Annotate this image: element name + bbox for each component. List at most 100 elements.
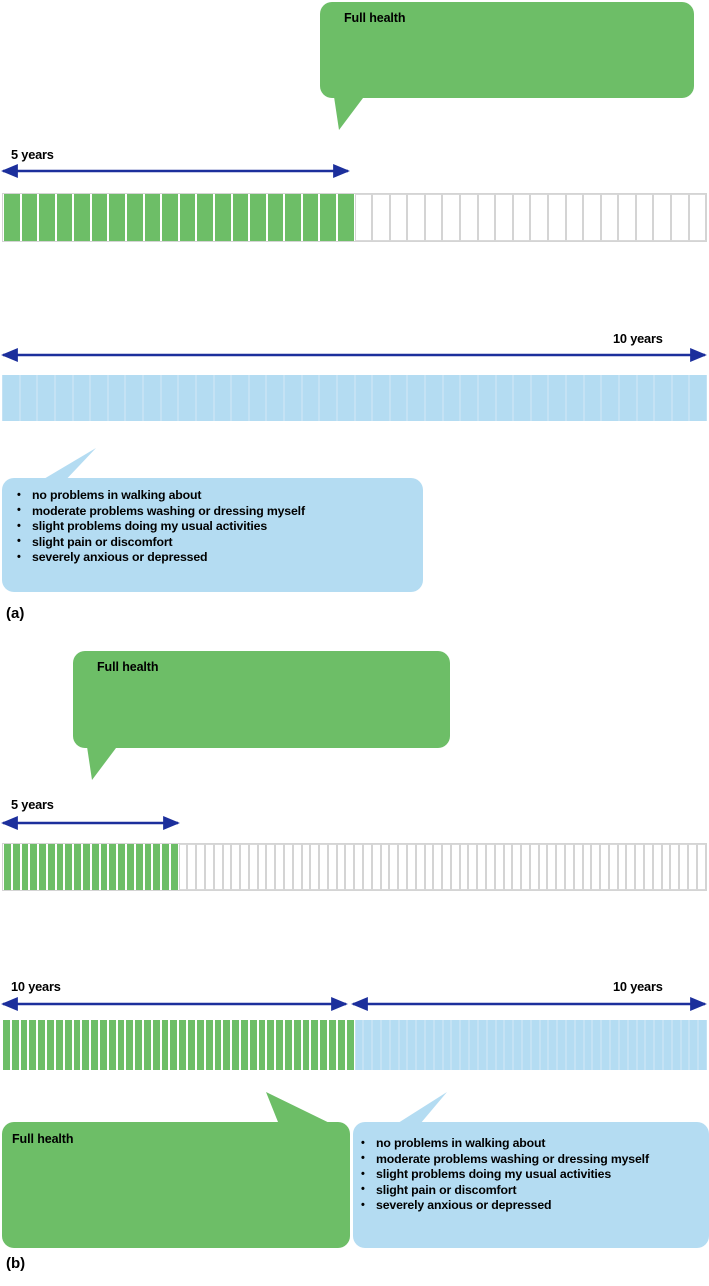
- timeline-cell: [627, 1020, 637, 1070]
- timeline-cell: [485, 844, 495, 890]
- timeline-cell: [513, 1020, 522, 1070]
- timeline-cell: [284, 1020, 293, 1070]
- timeline-cell: [336, 844, 346, 890]
- timeline-cell: [222, 844, 232, 890]
- timeline-cell: [645, 1020, 655, 1070]
- timeline-cell: [583, 1020, 593, 1070]
- timeline-cell: [275, 844, 284, 890]
- timeline-cell: [565, 844, 574, 890]
- timeline-cell: [134, 1020, 143, 1070]
- arrow-10-years-b-left: [1, 997, 348, 1011]
- timeline-cell: [372, 1020, 381, 1070]
- timeline-cell: [275, 1020, 284, 1070]
- timeline-cell: [161, 194, 179, 241]
- timeline-cell: [213, 1020, 223, 1070]
- timeline-cell: [336, 1020, 346, 1070]
- timeline-cell: [521, 1020, 531, 1070]
- health-state-bullets-b: no problems in walking about moderate pr…: [359, 1136, 649, 1214]
- arrow-10-years-b-right: [351, 997, 707, 1011]
- timeline-cell: [54, 1020, 64, 1070]
- timeline-cell: [301, 1020, 311, 1070]
- timeline-cell: [380, 844, 390, 890]
- timeline-cell: [20, 844, 30, 890]
- timeline-cell: [688, 194, 707, 241]
- timeline-cell: [90, 1020, 99, 1070]
- timeline-cell: [548, 375, 566, 421]
- timeline-cell: [81, 1020, 91, 1070]
- timeline-cell: [38, 844, 47, 890]
- timeline-cell: [90, 375, 108, 421]
- timeline-cell: [90, 194, 109, 241]
- timeline-cell: [222, 1020, 232, 1070]
- health-state-bullets-a: no problems in walking about moderate pr…: [15, 488, 305, 566]
- timeline-cell: [363, 1020, 373, 1070]
- list-item: severely anxious or depressed: [15, 550, 305, 566]
- timeline-cell: [160, 375, 179, 421]
- timeline-cell: [204, 1020, 214, 1070]
- timeline-cell: [671, 1020, 681, 1070]
- timeline-cell: [626, 844, 636, 890]
- timeline-cell: [652, 844, 662, 890]
- timeline-cell: [319, 194, 337, 241]
- timeline-cell: [108, 844, 118, 890]
- timeline-cell: [82, 844, 91, 890]
- timeline-cell: [566, 1020, 575, 1070]
- timeline-cell: [55, 844, 65, 890]
- timeline-cell: [539, 1020, 549, 1070]
- timeline-cell: [46, 1020, 55, 1070]
- timeline-cell: [661, 844, 671, 890]
- timeline-cell: [19, 375, 38, 421]
- timeline-cell: [143, 375, 161, 421]
- timeline-cell: [64, 844, 74, 890]
- timeline-cell: [196, 844, 205, 890]
- timeline-cell: [37, 375, 55, 421]
- timeline-cell: [495, 194, 513, 241]
- timeline-cell: [460, 375, 478, 421]
- timeline-cell: [477, 375, 496, 421]
- timeline-cell: [617, 844, 627, 890]
- timeline-cell: [618, 194, 636, 241]
- timeline-cell: [152, 844, 162, 890]
- timeline-cell: [372, 194, 390, 241]
- timeline-cell: [319, 1020, 329, 1070]
- timeline-cell: [231, 375, 249, 421]
- timeline-cell: [54, 375, 73, 421]
- timeline-cell: [310, 1020, 320, 1070]
- timeline-cell: [372, 375, 390, 421]
- timeline-cell: [504, 1020, 514, 1070]
- timeline-cell: [363, 844, 372, 890]
- timeline-cell: [284, 194, 302, 241]
- timeline-cell: [565, 194, 584, 241]
- timeline-cell: [178, 375, 196, 421]
- bubble-title-full-health-b-top: Full health: [97, 660, 159, 674]
- timeline-cell: [406, 844, 416, 890]
- list-item: severely anxious or depressed: [359, 1198, 649, 1214]
- timeline-cell: [345, 1020, 355, 1070]
- timeline-cell: [55, 194, 74, 241]
- timeline-cell: [107, 375, 126, 421]
- timeline-cell: [345, 844, 355, 890]
- timeline-cell: [239, 1020, 249, 1070]
- timeline-cell: [117, 844, 126, 890]
- timeline-cell: [248, 1020, 258, 1070]
- timeline-cell: [636, 1020, 646, 1070]
- timeline-cell: [354, 375, 373, 421]
- timeline-cell: [319, 844, 328, 890]
- timeline-cell: [292, 1020, 302, 1070]
- timeline-cell: [530, 375, 549, 421]
- timeline-cell: [433, 1020, 443, 1070]
- timeline-cell: [354, 1020, 364, 1070]
- timeline-cell: [601, 375, 619, 421]
- timeline-cell: [610, 1020, 619, 1070]
- timeline-cell: [530, 1020, 540, 1070]
- timeline-cell: [126, 194, 144, 241]
- timeline-cell: [424, 844, 434, 890]
- timeline-cell: [521, 844, 530, 890]
- bubble-tail-blue-a: [32, 448, 96, 486]
- timeline-cell: [231, 194, 250, 241]
- timeline-cell: [407, 375, 425, 421]
- timeline-cell: [249, 194, 267, 241]
- timeline-cell: [28, 1020, 38, 1070]
- timeline-cell: [407, 1020, 417, 1070]
- timeline-cell: [3, 194, 21, 241]
